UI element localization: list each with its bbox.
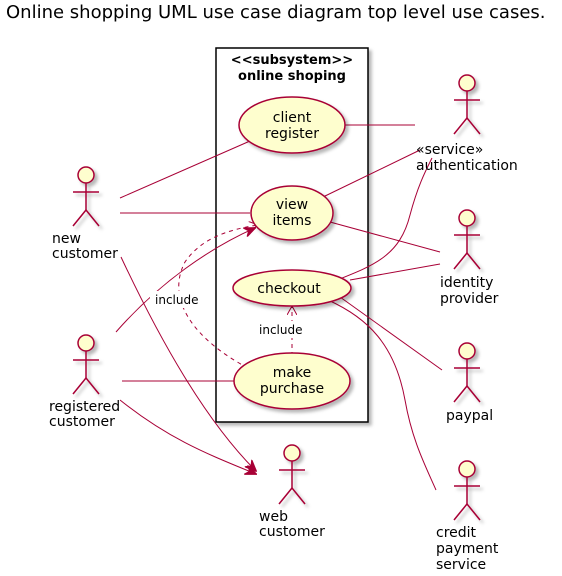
include-labels: include include bbox=[150, 291, 307, 338]
svg-text:«service»: «service» bbox=[416, 142, 483, 158]
stick-figure-icon bbox=[453, 460, 481, 521]
diagram-title: Online shopping UML use case diagram top… bbox=[6, 2, 546, 23]
svg-text:identity: identity bbox=[440, 275, 493, 291]
svg-text:customer: customer bbox=[259, 524, 325, 540]
actor-registered-customer: registered customer bbox=[49, 334, 120, 430]
stick-figure-icon bbox=[453, 342, 481, 403]
edge-checkout-credit-payment bbox=[327, 299, 437, 491]
stick-figure-icon bbox=[453, 209, 481, 270]
include-label-view-items: include bbox=[155, 293, 198, 307]
actor-paypal: paypal bbox=[446, 342, 493, 424]
actor-authentication: «service» authentication bbox=[416, 74, 518, 174]
svg-text:service: service bbox=[436, 557, 486, 573]
svg-text:web: web bbox=[259, 509, 288, 525]
actor-credit-payment-service: credit payment service bbox=[436, 460, 499, 573]
svg-text:client: client bbox=[273, 110, 312, 126]
svg-text:customer: customer bbox=[49, 414, 115, 430]
svg-text:payment: payment bbox=[436, 541, 499, 557]
use-case-make-purchase: make purchase bbox=[233, 352, 351, 410]
svg-text:items: items bbox=[273, 213, 312, 229]
edge-view-items-identity-provider bbox=[329, 221, 441, 253]
svg-text:authentication: authentication bbox=[416, 158, 518, 174]
svg-text:provider: provider bbox=[440, 291, 499, 307]
edge-new-customer-web-customer bbox=[120, 256, 256, 471]
svg-text:make: make bbox=[273, 365, 311, 381]
stick-figure-icon bbox=[453, 74, 481, 135]
actor-identity-provider: identity provider bbox=[440, 209, 499, 307]
use-case-checkout: checkout bbox=[232, 269, 352, 307]
subsystem-name: online shoping bbox=[238, 69, 346, 84]
use-case-client-register: client register bbox=[238, 96, 346, 154]
svg-text:customer: customer bbox=[52, 246, 118, 262]
stick-figure-icon bbox=[278, 444, 306, 505]
svg-text:view: view bbox=[276, 197, 308, 213]
include-label-checkout: include bbox=[259, 323, 302, 337]
svg-text:new: new bbox=[52, 231, 81, 247]
edge-checkout-paypal bbox=[339, 296, 443, 371]
use-case-view-items: view items bbox=[250, 185, 334, 241]
svg-text:register: register bbox=[265, 126, 319, 142]
svg-text:paypal: paypal bbox=[446, 408, 493, 424]
actor-new-customer: new customer bbox=[52, 166, 118, 262]
edge-registered-customer-web-customer bbox=[119, 399, 256, 474]
svg-text:checkout: checkout bbox=[257, 281, 321, 297]
svg-text:purchase: purchase bbox=[260, 381, 324, 397]
actor-web-customer: web customer bbox=[259, 444, 325, 540]
edge-checkout-identity-provider bbox=[349, 263, 441, 281]
edge-checkout-authentication bbox=[336, 157, 433, 281]
subsystem-stereotype: <<subsystem>> bbox=[231, 53, 353, 68]
edge-view-items-authentication bbox=[322, 149, 421, 198]
svg-text:registered: registered bbox=[49, 399, 120, 415]
edge-registered-customer-view-items bbox=[115, 228, 255, 333]
svg-text:credit: credit bbox=[436, 525, 477, 541]
stick-figure-icon bbox=[72, 334, 100, 395]
stick-figure-icon bbox=[72, 166, 100, 227]
edge-new-customer-client-register bbox=[119, 140, 251, 199]
